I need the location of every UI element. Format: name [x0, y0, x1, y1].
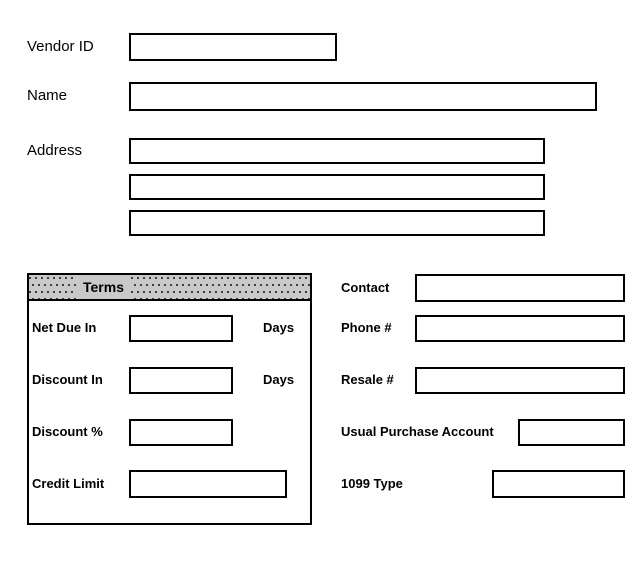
net-due-in-label: Net Due In: [32, 320, 97, 335]
discount-days-label: Days: [263, 372, 295, 387]
discount-pct-label: Discount %: [32, 424, 103, 439]
credit-limit-label: Credit Limit: [32, 476, 105, 491]
type-1099-input[interactable]: [492, 470, 625, 498]
vendor-id-input[interactable]: [129, 33, 337, 61]
net-due-in-input[interactable]: [129, 315, 233, 342]
terms-title: Terms: [77, 275, 130, 299]
discount-in-label: Discount In: [32, 372, 103, 387]
address-line2-input[interactable]: [129, 174, 545, 200]
terms-header-band: Terms: [29, 275, 310, 301]
address-line1-input[interactable]: [129, 138, 545, 164]
type-1099-label: 1099 Type: [341, 476, 403, 491]
phone-input[interactable]: [415, 315, 625, 342]
discount-in-input[interactable]: [129, 367, 233, 394]
address-line3-input[interactable]: [129, 210, 545, 236]
terms-groupbox: Terms Net Due In Days Discount In Days D…: [27, 273, 312, 525]
address-label: Address: [27, 142, 83, 159]
name-input[interactable]: [129, 82, 597, 111]
resale-input[interactable]: [415, 367, 625, 394]
contact-input[interactable]: [415, 274, 625, 302]
usual-purchase-account-label: Usual Purchase Account: [341, 424, 494, 439]
vendor-id-label: Vendor ID: [27, 38, 94, 55]
phone-label: Phone #: [341, 320, 392, 335]
credit-limit-input[interactable]: [129, 470, 287, 498]
name-label: Name: [27, 87, 68, 104]
discount-pct-input[interactable]: [129, 419, 233, 446]
net-due-days-label: Days: [263, 320, 295, 335]
usual-purchase-account-input[interactable]: [518, 419, 625, 446]
contact-label: Contact: [341, 280, 390, 295]
resale-label: Resale #: [341, 372, 394, 387]
